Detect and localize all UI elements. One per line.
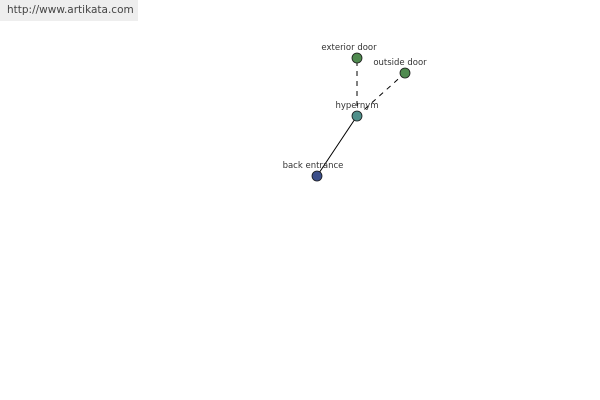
node-label-back-entrance: back entrance	[283, 161, 344, 171]
node-circle-exterior-door[interactable]	[351, 52, 363, 64]
node-circle-back-entrance[interactable]	[311, 170, 323, 182]
node-circle-outside-door[interactable]	[399, 67, 411, 79]
nodes-layer: hypernym exterior door outside door back en…	[283, 43, 427, 182]
node-label-exterior-door: exterior door	[321, 43, 377, 53]
site-url-banner[interactable]: http://www.artikata.com	[0, 0, 138, 21]
edge-hypernym-to-back-entrance	[316, 115, 358, 177]
node-label-outside-door: outside door	[373, 58, 427, 68]
node-label-hypernym: hypernym	[335, 101, 378, 111]
node-outside-door[interactable]: outside door	[373, 58, 427, 79]
edges-layer	[316, 58, 406, 177]
node-exterior-door[interactable]: exterior door	[321, 43, 377, 64]
node-back-entrance[interactable]: back entrance	[283, 161, 344, 182]
node-circle-hypernym[interactable]	[351, 110, 363, 122]
edge-hypernym-to-outside-door	[356, 72, 406, 117]
node-hypernym[interactable]: hypernym	[335, 101, 379, 122]
